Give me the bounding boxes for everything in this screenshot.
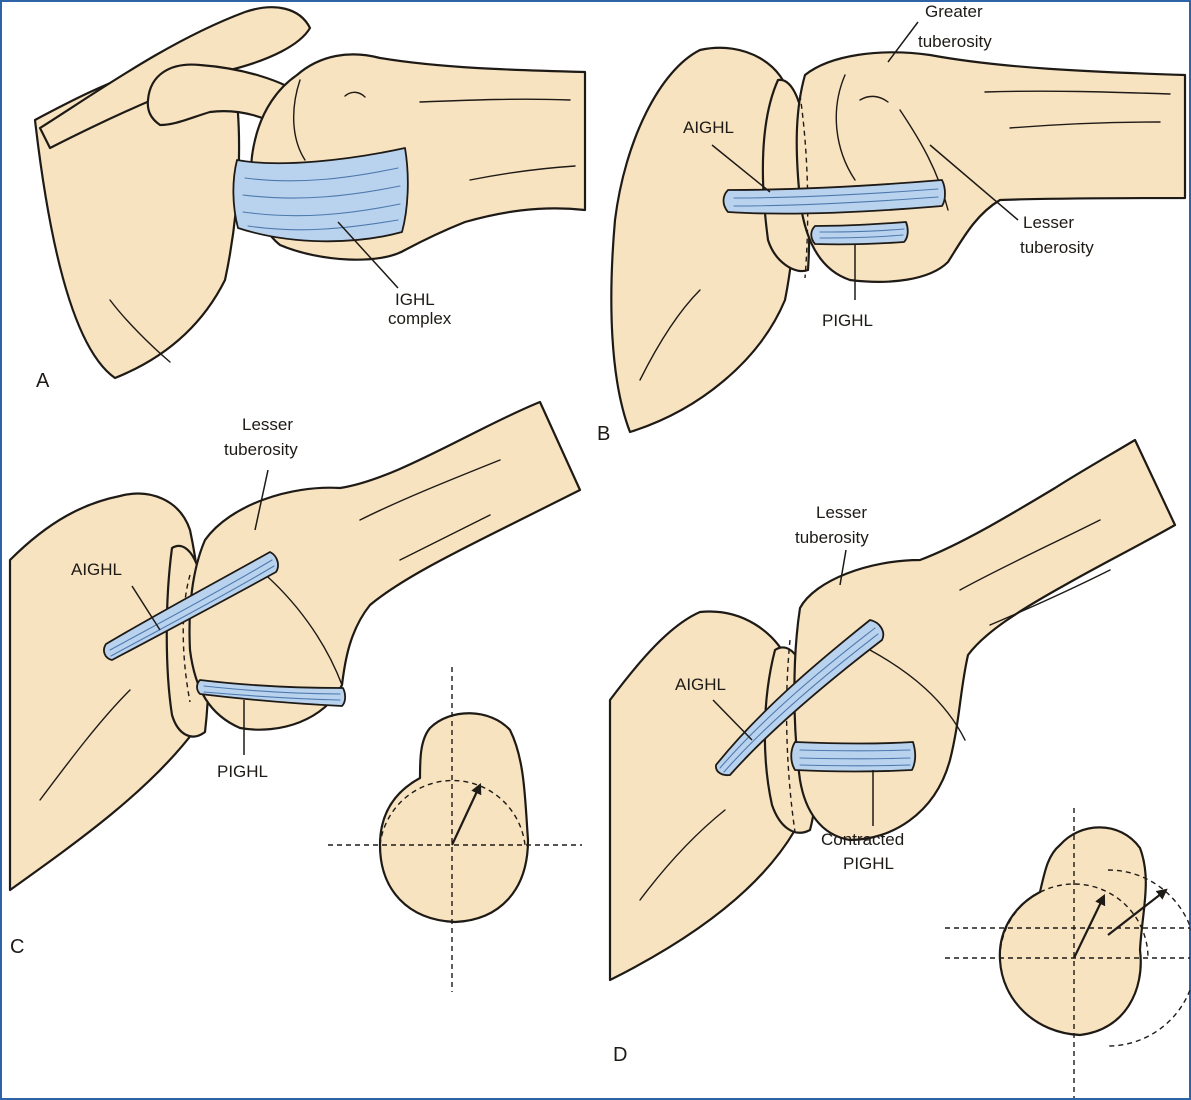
greater-label-b-line2: tuberosity [918,32,992,51]
panel-letter-d: D [613,1044,627,1066]
contracted-label-d-line1: Contracted [821,830,904,849]
pighl-label-c: PIGHL [217,762,268,781]
lesser-label-b-line1: Lesser [1023,213,1074,232]
ighl-label-a-line1: IGHL [395,290,435,309]
panel-letter-a: A [36,370,50,392]
aighl-label-d: AIGHL [675,675,726,694]
lesser-label-d-line1: Lesser [816,503,867,522]
pighl-band-d [791,742,915,772]
lesser-label-b-line2: tuberosity [1020,238,1094,257]
lesser-label-c-line2: tuberosity [224,440,298,459]
contracted-label-d-line2: PIGHL [843,854,894,873]
lesser-label-d-line2: tuberosity [795,528,869,547]
lesser-label-c-line1: Lesser [242,415,293,434]
pighl-label-b: PIGHL [822,311,873,330]
ighl-label-a-line2: complex [388,309,452,328]
aighl-label-c: AIGHL [71,560,122,579]
panel-letter-c: C [10,936,24,958]
pighl-band-b [811,222,907,244]
aighl-label-b: AIGHL [683,118,734,137]
greater-label-b-line1: Greater [925,2,983,21]
panel-letter-b: B [597,423,610,445]
